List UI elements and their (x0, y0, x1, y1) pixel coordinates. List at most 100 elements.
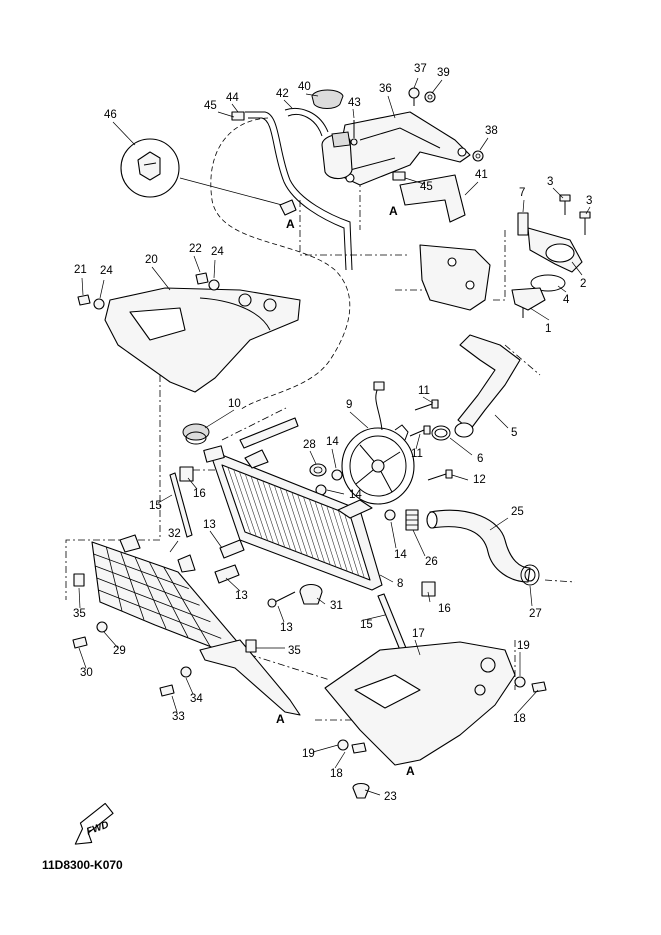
label-27: 27 (529, 608, 542, 620)
label-46: 46 (104, 109, 117, 121)
radiator-grille-32 (91, 534, 241, 656)
label-19b: 19 (302, 748, 315, 760)
label-26: 26 (425, 556, 438, 568)
label-23: 23 (384, 791, 397, 803)
bolt-12 (427, 469, 453, 481)
label-35b: 35 (288, 645, 301, 657)
label-24a: 24 (100, 265, 113, 277)
label-45a: 45 (204, 100, 217, 112)
label-10: 10 (228, 398, 241, 410)
part-number-labels: 1 2 3 3 4 5 6 7 8 9 10 11 11 12 13 13 13… (73, 63, 592, 803)
overflow-hoses (231, 108, 353, 271)
rod-15b (377, 593, 407, 651)
collar-13-group (214, 539, 296, 608)
bolt-3b (579, 211, 591, 235)
label-18a: 18 (513, 713, 526, 725)
cooling-fan-9 (341, 381, 415, 505)
diagram-code: 11D8300-K070 (42, 858, 123, 872)
radiator-hose-25 (426, 509, 531, 583)
label-2: 2 (580, 278, 586, 290)
collar-39 (424, 91, 436, 103)
label-17: 17 (412, 628, 425, 640)
label-16b: 16 (438, 603, 451, 615)
label-15a: 15 (149, 500, 162, 512)
reservoir-cap-40 (311, 89, 344, 109)
label-12: 12 (473, 474, 486, 486)
o-ring-4 (530, 274, 566, 292)
label-31: 31 (330, 600, 343, 612)
screw-43 (350, 120, 358, 146)
radiator-8 (203, 445, 383, 591)
fastener-33-34 (159, 666, 192, 697)
bracket-41 (399, 174, 491, 311)
grommet-38 (472, 150, 484, 162)
label-39: 39 (437, 67, 450, 79)
label-13b: 13 (235, 590, 248, 602)
clip-46-small (279, 199, 297, 216)
pipe-rubber (239, 417, 299, 449)
fastener-29-30 (72, 621, 108, 649)
label-35a: 35 (73, 608, 86, 620)
label-45b: 45 (420, 181, 433, 193)
label-28: 28 (303, 439, 316, 451)
hose-clamp-27 (520, 564, 540, 586)
label-3b: 3 (586, 195, 592, 207)
label-8: 8 (397, 578, 403, 590)
label-5: 5 (511, 427, 517, 439)
label-9: 9 (346, 399, 352, 411)
label-37: 37 (414, 63, 427, 75)
label-36: 36 (379, 83, 392, 95)
rod-15a (169, 472, 193, 538)
thermostat-1 (511, 287, 546, 318)
label-19a: 19 (517, 640, 530, 652)
ref-mark-a-top: A (286, 217, 295, 231)
label-33: 33 (172, 711, 185, 723)
label-3a: 3 (547, 176, 553, 188)
label-16a: 16 (193, 488, 206, 500)
label-13c: 13 (280, 622, 293, 634)
label-13a: 13 (203, 519, 216, 531)
label-14c: 14 (394, 549, 407, 561)
clip-45b (392, 171, 406, 181)
label-40: 40 (298, 81, 311, 93)
bolt-37 (408, 87, 420, 106)
label-34: 34 (190, 693, 203, 705)
detail-circle-clip-46 (120, 138, 180, 198)
thermostat-housing-2 (527, 227, 583, 273)
label-41: 41 (475, 169, 488, 181)
label-15b: 15 (360, 619, 373, 631)
bolt-11b (409, 425, 431, 437)
fwd-arrow-icon (74, 802, 114, 845)
side-shroud-20 (104, 287, 301, 393)
label-30: 30 (80, 667, 93, 679)
radiator-cap-10 (182, 423, 210, 445)
leader-lines (78, 77, 591, 796)
fastener-21-24-22 (77, 272, 220, 310)
damper-16a (179, 466, 194, 482)
collar-14-group (315, 469, 396, 521)
label-18b: 18 (330, 768, 343, 780)
radiator-hose-5 (454, 334, 521, 438)
bolt-3a (559, 194, 571, 215)
ref-mark-a-lower: A (276, 712, 285, 726)
label-42: 42 (276, 88, 289, 100)
label-14b: 14 (349, 489, 362, 501)
label-1: 1 (545, 323, 551, 335)
ref-mark-a-bracket: A (389, 204, 398, 218)
lower-bracket-35 (73, 573, 301, 716)
label-11a: 11 (418, 385, 430, 397)
label-24b: 24 (211, 246, 224, 258)
label-22: 22 (189, 243, 202, 255)
fastener-19-18 (337, 676, 547, 754)
hose-clamp-6 (431, 425, 451, 441)
label-25: 25 (511, 506, 524, 518)
label-38: 38 (485, 125, 498, 137)
label-4: 4 (563, 294, 570, 306)
sensor-7 (517, 212, 529, 236)
reference-marks: A A A A (276, 204, 415, 778)
coolant-reservoir-tank (337, 111, 471, 186)
grommet-31 (299, 583, 323, 605)
reservoir-bottle (321, 131, 353, 180)
label-32: 32 (168, 528, 181, 540)
